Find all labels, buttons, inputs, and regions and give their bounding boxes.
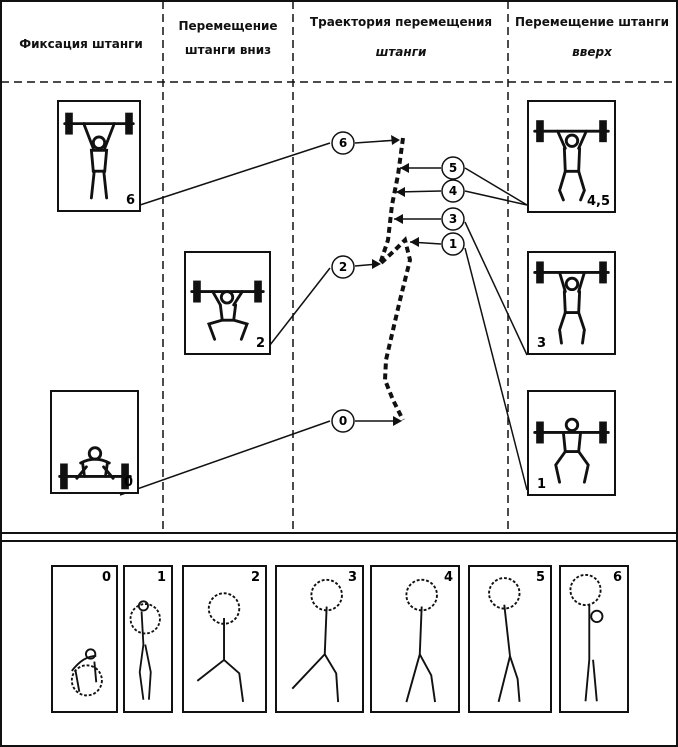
- profile-pull-icon: [129, 600, 161, 700]
- lifter-pull-high-icon: [533, 120, 610, 202]
- figure-number: 0: [123, 475, 133, 490]
- figure-number: 3: [537, 336, 547, 351]
- header-down-line2: штанги вниз: [184, 43, 272, 57]
- frame-number: 6: [612, 570, 622, 585]
- figure-start: 0: [50, 390, 139, 494]
- profile-recover-icon: [488, 577, 521, 703]
- profile-start-icon: [70, 648, 103, 697]
- lifter-pull-low-icon: [533, 417, 610, 484]
- sequence-frame: 0: [51, 565, 118, 713]
- figure-number: 4,5: [586, 194, 610, 209]
- sequence-frame: 1: [123, 565, 173, 713]
- frame-number: 5: [535, 570, 545, 585]
- figure-number: 6: [125, 193, 135, 208]
- header-up-line2: вверх: [572, 45, 612, 59]
- sequence-frame: 4: [370, 565, 460, 713]
- profile-fixation-icon: [569, 573, 604, 702]
- figure-up-mid: 3: [527, 251, 616, 355]
- bar-trajectory: [378, 137, 413, 421]
- frame-number: 0: [101, 570, 111, 585]
- frame-number: 2: [250, 570, 260, 585]
- lifter-squat-icon: [190, 280, 265, 341]
- profile-lockout-icon: [405, 578, 438, 703]
- header-down-line1: Перемещение: [178, 19, 278, 33]
- figure-fixation: 6: [57, 100, 141, 212]
- figure-up-top: 4,5: [527, 100, 616, 213]
- sequence-frame: 3: [275, 565, 364, 713]
- lifter-pull-mid-icon: [533, 261, 610, 345]
- figure-up-low: 1: [527, 390, 616, 496]
- profile-split-icon: [196, 592, 245, 703]
- header-fixation: Фиксация штанги: [19, 37, 143, 51]
- lifter-start-icon: [58, 446, 132, 490]
- lifter-overhead-icon: [63, 112, 135, 200]
- frame-number: 1: [156, 570, 166, 585]
- sequence-frame: 2: [182, 565, 267, 713]
- header-up-line1: Перемещение штанги: [514, 15, 670, 29]
- figure-number: 2: [255, 336, 265, 351]
- sequence-frame: 6: [559, 565, 629, 713]
- profile-drive-icon: [291, 578, 343, 703]
- frame-number: 3: [347, 570, 357, 585]
- figure-number: 1: [537, 477, 547, 492]
- header-trajectory-line1: Траектория перемещения: [309, 15, 493, 29]
- frame-number: 4: [443, 570, 453, 585]
- figure-down: 2: [184, 251, 271, 355]
- sequence-frame: 5: [468, 565, 552, 713]
- header-trajectory-line2: штанги: [375, 45, 427, 59]
